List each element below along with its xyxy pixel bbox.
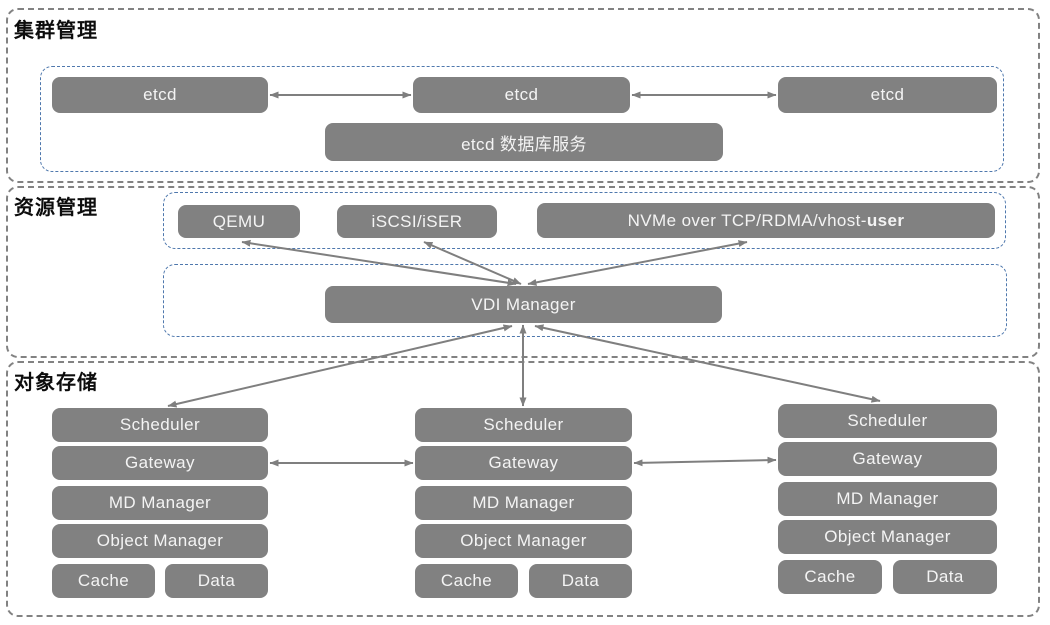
- stack3-cache-box: Cache: [778, 560, 882, 594]
- stack3-md-manager-box: MD Manager: [778, 482, 997, 516]
- stack1-gateway-box: Gateway: [52, 446, 268, 480]
- nvme-box: NVMe over TCP/RDMA/vhost-user: [537, 203, 995, 238]
- stack2-scheduler-box: Scheduler: [415, 408, 632, 442]
- vdi-manager-box: VDI Manager: [325, 286, 722, 323]
- stack2-gateway-box: Gateway: [415, 446, 632, 480]
- etcd-node-2: etcd: [413, 77, 630, 113]
- stack1-cache-box: Cache: [52, 564, 155, 598]
- stack3-gateway-box: Gateway: [778, 442, 997, 476]
- etcd-cluster-container: [40, 66, 1004, 172]
- stack2-object-manager-box: Object Manager: [415, 524, 632, 558]
- stack1-object-manager-box: Object Manager: [52, 524, 268, 558]
- stack3-scheduler-box: Scheduler: [778, 404, 997, 438]
- qemu-box: QEMU: [178, 205, 300, 238]
- stack1-scheduler-box: Scheduler: [52, 408, 268, 442]
- stack3-object-manager-box: Object Manager: [778, 520, 997, 554]
- etcd-node-1: etcd: [52, 77, 268, 113]
- object-storage-title: 对象存储: [14, 372, 98, 394]
- resource-management-title: 资源管理: [14, 197, 98, 219]
- stack2-md-manager-box: MD Manager: [415, 486, 632, 520]
- stack1-data-box: Data: [165, 564, 268, 598]
- stack2-cache-box: Cache: [415, 564, 518, 598]
- iscsi-iser-box: iSCSI/iSER: [337, 205, 497, 238]
- nvme-label-bold: user: [866, 210, 905, 230]
- stack1-md-manager-box: MD Manager: [52, 486, 268, 520]
- section-cluster-management: [6, 8, 1040, 183]
- stack3-data-box: Data: [893, 560, 997, 594]
- etcd-node-3: etcd: [778, 77, 997, 113]
- cluster-management-title: 集群管理: [14, 20, 98, 42]
- stack2-data-box: Data: [529, 564, 632, 598]
- nvme-label-prefix: NVMe over TCP/RDMA/vhost-: [627, 210, 867, 230]
- etcd-db-service: etcd 数据库服务: [325, 123, 723, 161]
